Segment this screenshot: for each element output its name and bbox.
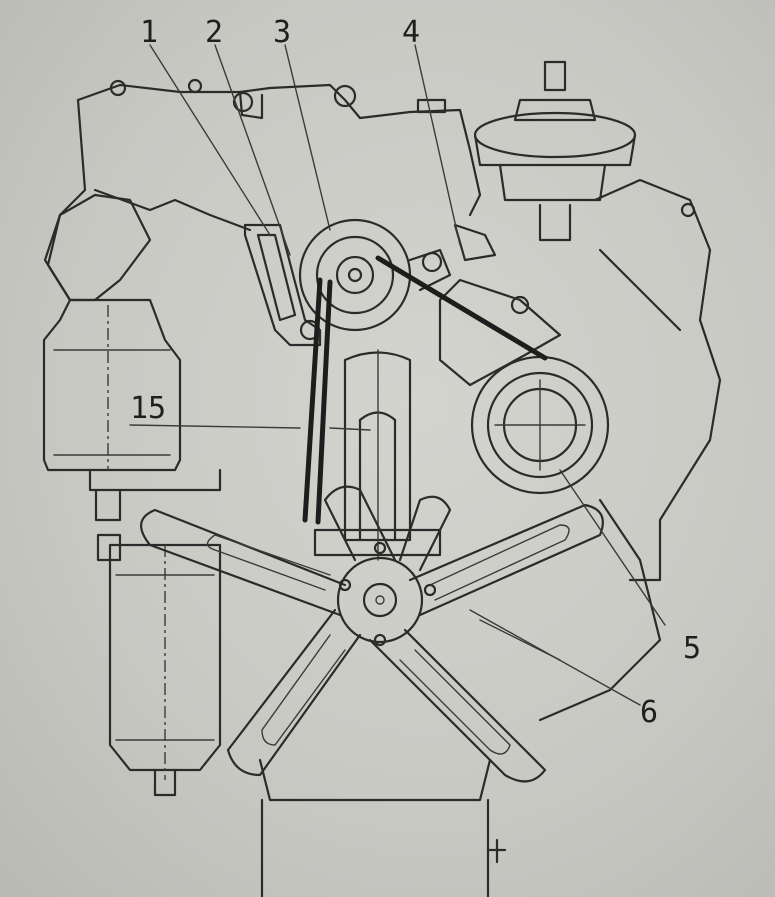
tensioner-bracket	[243, 223, 322, 347]
callout-1: 1	[140, 15, 158, 50]
callout-3: 3	[273, 15, 291, 50]
callout-4: 4	[402, 15, 420, 50]
fan-hub-bracket	[313, 349, 442, 561]
thermostat-housing	[473, 60, 637, 242]
callout-5: 5	[683, 631, 701, 666]
callout-6: 6	[640, 695, 658, 730]
callout-15: 15	[130, 391, 166, 426]
leader-lines	[129, 44, 666, 706]
oil-filter	[42, 298, 222, 522]
fuel-filter	[96, 533, 222, 797]
left-cylinder-head	[46, 188, 252, 302]
engine-block	[43, 78, 722, 897]
cooling-fan	[140, 485, 604, 783]
callout-2: 2	[205, 15, 223, 50]
drive-belt	[302, 255, 548, 525]
